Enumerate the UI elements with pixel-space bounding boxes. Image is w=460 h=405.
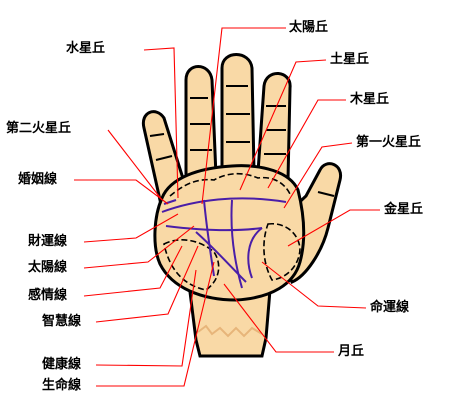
leader-mercury bbox=[143, 47, 179, 199]
leader-mars1 bbox=[283, 142, 353, 209]
leader-head bbox=[95, 245, 199, 323]
index-finger bbox=[256, 72, 292, 182]
heart-line bbox=[161, 197, 287, 213]
head-line bbox=[165, 225, 263, 232]
label-marriage-line: 婚姻線 bbox=[18, 172, 58, 187]
life-line bbox=[247, 227, 263, 279]
little-finger bbox=[141, 110, 188, 203]
label-second-mars-mount: 第二火星丘 bbox=[6, 121, 72, 136]
health-line-stroke bbox=[195, 231, 247, 283]
leader-mars2 bbox=[107, 129, 163, 201]
label-head-line: 智慧線 bbox=[42, 314, 82, 329]
label-mercury-mount: 水星丘 bbox=[66, 41, 106, 56]
label-moon-mount: 月丘 bbox=[338, 344, 365, 359]
leader-venus bbox=[287, 209, 380, 247]
leader-jupiter bbox=[267, 99, 346, 189]
leader-wealth bbox=[83, 213, 179, 243]
fate-line bbox=[230, 199, 243, 289]
label-life-line: 生命線 bbox=[42, 378, 82, 393]
leader-life bbox=[96, 261, 215, 387]
label-health-line: 健康線 bbox=[42, 357, 82, 372]
label-heart-line: 感情線 bbox=[28, 288, 68, 303]
mount-outline-moon bbox=[163, 239, 220, 291]
mount-outline-venus bbox=[263, 223, 301, 281]
marriage-line-stroke bbox=[163, 199, 177, 205]
leader-sun-line bbox=[83, 225, 195, 269]
label-first-mars-mount: 第一火星丘 bbox=[356, 135, 422, 150]
leader-marriage bbox=[74, 179, 169, 205]
leader-health bbox=[95, 269, 197, 367]
leader-sun bbox=[201, 27, 286, 205]
label-fate-line: 命運線 bbox=[370, 300, 410, 315]
label-sun-mount: 太陽丘 bbox=[289, 20, 329, 35]
leader-heart bbox=[83, 245, 183, 297]
label-sun-line: 太陽線 bbox=[28, 260, 68, 275]
label-venus-mount: 金星丘 bbox=[384, 202, 424, 217]
label-jupiter-mount: 木星丘 bbox=[350, 92, 390, 107]
label-saturn-mount: 土星丘 bbox=[330, 52, 370, 67]
leader-saturn bbox=[239, 59, 327, 191]
leader-fate bbox=[261, 261, 367, 309]
label-wealth-line: 財運線 bbox=[28, 234, 68, 249]
leader-moon bbox=[223, 283, 334, 353]
mount-outline-fingers bbox=[169, 172, 291, 197]
